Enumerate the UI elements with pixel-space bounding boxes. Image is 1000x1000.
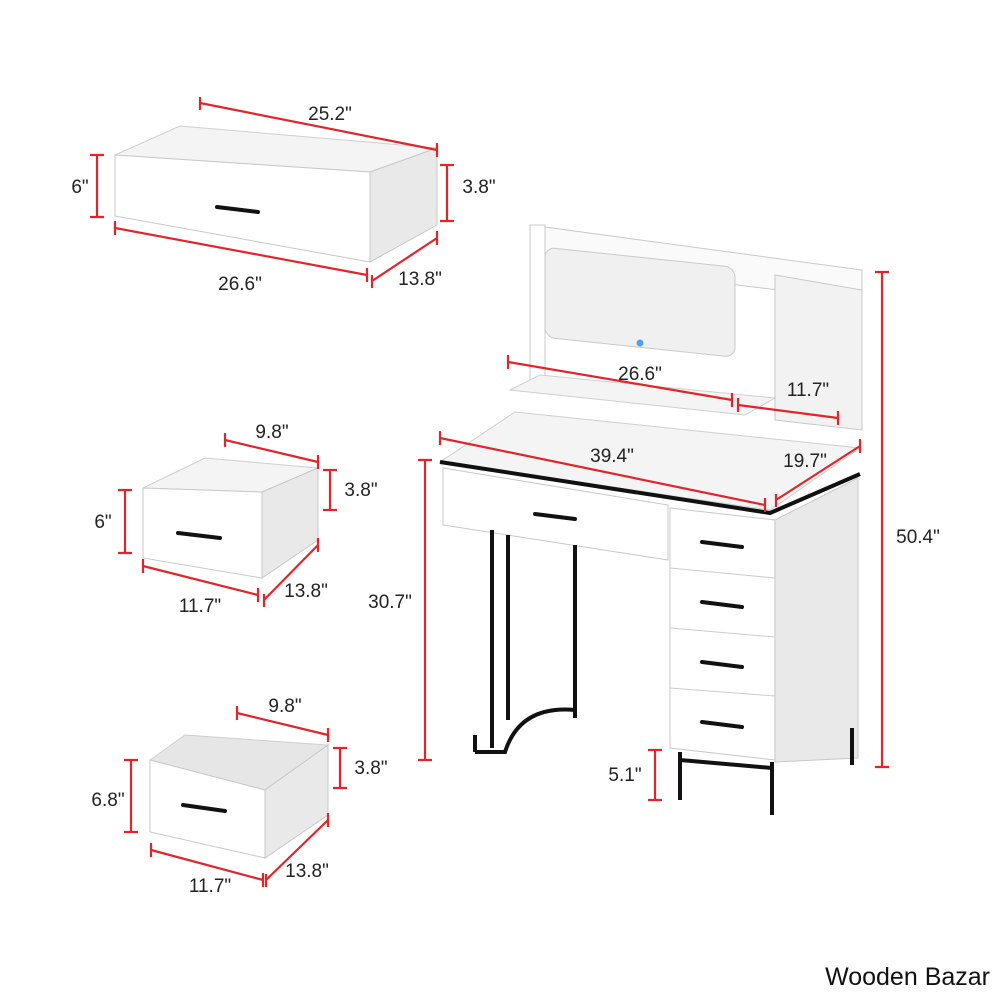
dim-top-front-width: 26.6" <box>218 274 262 295</box>
dim-desk-depth: 19.7" <box>783 451 827 472</box>
dim-desk-width: 39.4" <box>590 446 634 467</box>
dim-top-inner-height: 3.8" <box>462 177 495 198</box>
dim-mid-inner-height: 3.8" <box>344 480 377 501</box>
drawer-handle <box>181 803 227 813</box>
dim-top-depth: 13.8" <box>398 269 442 290</box>
dim-mid-depth: 13.8" <box>284 581 328 602</box>
dim-bot-height: 6.8" <box>91 790 124 811</box>
top-drawer-dimensions: 25.2" 6" 3.8" 26.6" 13.8" <box>71 97 496 295</box>
middle-drawer-dimensions: 9.8" 6" 3.8" 11.7" 13.8" <box>94 422 377 617</box>
dim-desk-height: 30.7" <box>368 592 412 613</box>
top-drawer <box>114 125 438 263</box>
drawer-handle <box>700 660 744 669</box>
dim-leg-height: 5.1" <box>608 765 641 786</box>
dim-mid-height: 6" <box>94 512 111 533</box>
drawer-handle <box>176 531 222 540</box>
bottom-drawer-dimensions: 9.8" 6.8" 3.8" 11.7" 13.8" <box>91 696 387 897</box>
dim-top-width: 25.2" <box>308 104 352 125</box>
vanity-desk <box>438 224 863 815</box>
watermark: Wooden Bazar <box>825 963 990 991</box>
led-mirror <box>544 247 736 357</box>
dim-mid-width: 11.7" <box>179 596 221 617</box>
vanity-dimensions: 26.6" 11.7" 39.4" 19.7" 30.7" 50.4" 5.1" <box>368 270 940 802</box>
drawer-handle <box>533 512 577 521</box>
dim-top-height: 6" <box>71 177 88 198</box>
touch-sensor-icon <box>636 339 644 347</box>
dim-bot-inner-height: 3.8" <box>354 758 387 779</box>
dim-hutch-depth: 11.7" <box>787 380 829 401</box>
bottom-drawer <box>148 734 330 859</box>
dim-mid-inner-width: 9.8" <box>255 422 288 443</box>
middle-drawer <box>142 457 319 579</box>
dim-bot-width: 11.7" <box>189 876 231 897</box>
dim-bot-inner-width: 9.8" <box>268 696 301 717</box>
drawer-handle <box>700 720 744 729</box>
drawer-handle <box>700 600 744 609</box>
dim-bot-depth: 13.8" <box>285 861 329 882</box>
drawer-handle <box>215 205 260 214</box>
dim-mirror-shelf-width: 26.6" <box>618 364 662 385</box>
drawer-handle <box>700 540 744 549</box>
dim-total-height: 50.4" <box>896 527 940 548</box>
